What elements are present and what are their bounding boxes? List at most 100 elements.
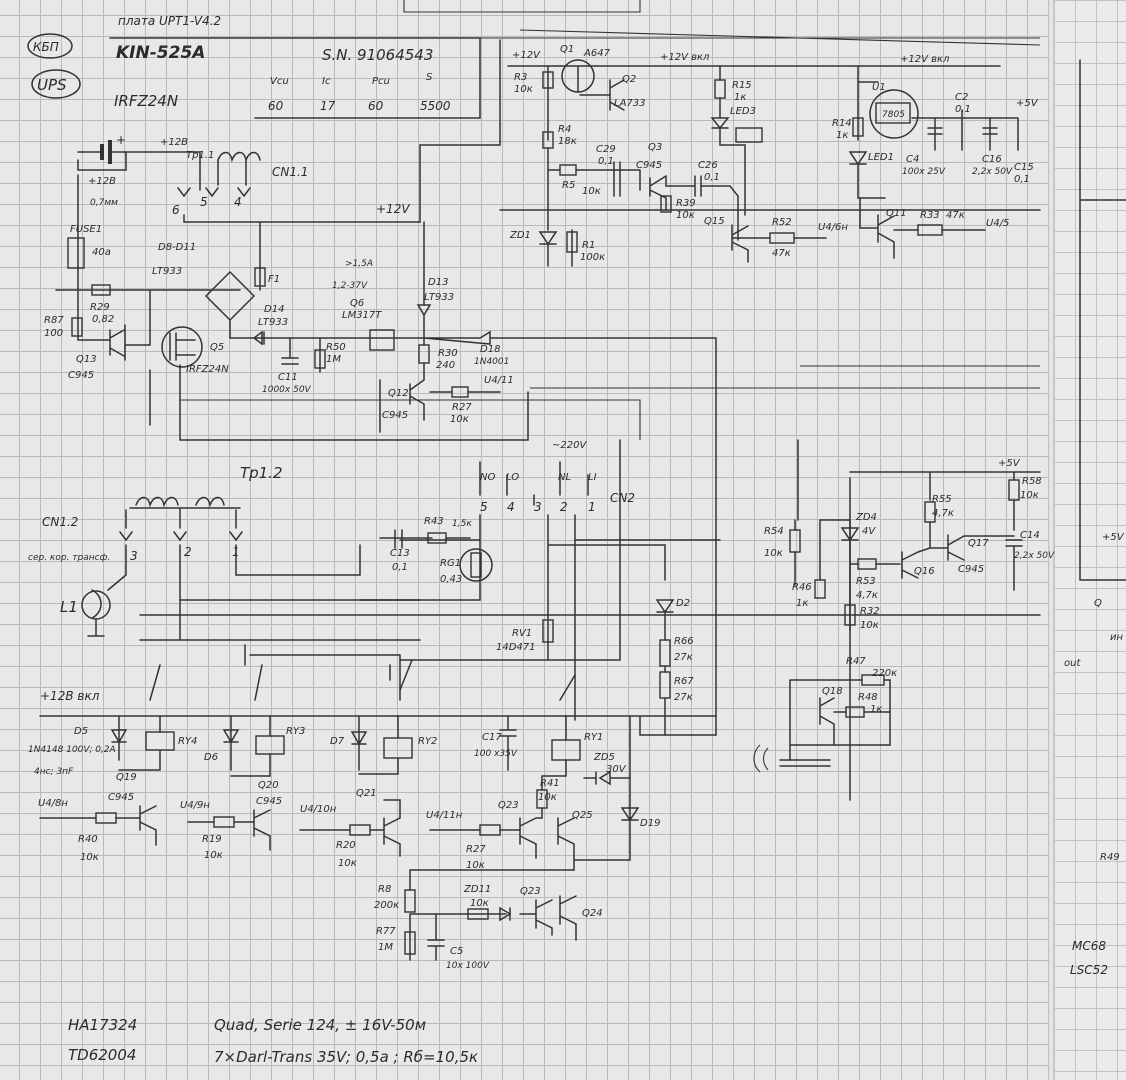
r67-value: 27к (674, 692, 693, 703)
edge-frame (1079, 59, 1126, 581)
rg1-value: 0,43 (440, 574, 462, 585)
mosfet-type: IRFZ24N (114, 92, 178, 110)
c16-value: 2,2х 50V (972, 167, 1013, 177)
q15-label: Q15 (704, 216, 725, 227)
q13-symbol (109, 329, 125, 357)
tr12-winding (135, 496, 225, 508)
u4-9-label: U4/9н (180, 800, 210, 811)
ry3-label: RY3 (286, 726, 305, 737)
ic2-name: TD62004 (68, 1046, 136, 1064)
cn2-branch (359, 514, 721, 721)
q17-label: Q17 (968, 538, 989, 549)
ry4-label: RY4 (178, 736, 197, 747)
c11-value: 1000х 50V (262, 385, 312, 395)
r55-value: 4,7к (932, 508, 954, 519)
battery-plate-a (100, 144, 104, 160)
edge-out: out (1064, 658, 1081, 669)
lo-label: LO (506, 472, 519, 483)
q5-label: Q5 (210, 342, 224, 353)
c26-label: C26 (698, 160, 718, 171)
bus12v-label: +12V (376, 202, 410, 216)
next-page-content: +5V Q ин out R49 MC68 LSC52 (1064, 59, 1126, 977)
d18-label: D18 (480, 344, 500, 355)
r27-top-label: R27 (452, 402, 472, 413)
zd5-symbol (541, 715, 631, 791)
d6-label: D6 (204, 752, 218, 763)
q1-bus (507, 65, 851, 141)
model-name: KIN-525A (116, 43, 205, 63)
bridge-rectifier (204, 270, 256, 322)
cn11-label: CN1.1 (272, 165, 308, 179)
r4-label: R4 (558, 124, 571, 135)
ic2-description: 7×Darl-Trans 35V; 0,5а ; Rб=10,5к (214, 1048, 478, 1066)
r8-label: R8 (378, 884, 391, 895)
u4-8-label: U4/8н (38, 798, 68, 809)
r53-body (857, 558, 877, 570)
cn12-label: CN1.2 (42, 515, 78, 529)
r66-body (659, 639, 671, 667)
q23-label: Q23 (498, 800, 519, 811)
r50-label: R50 (326, 342, 346, 353)
zd4-value: 4V (862, 526, 876, 537)
zd4-label: ZD4 (855, 512, 877, 523)
r27-value: 10к (466, 860, 485, 871)
q6-label: Q6 (350, 298, 364, 309)
q23b-q24-symbols (519, 895, 577, 941)
c14-value: 2,2х 50V (1014, 551, 1055, 561)
li-label: LI (588, 472, 597, 483)
q11-label: Q11 (886, 208, 907, 219)
q13-type: C945 (68, 370, 94, 381)
r77-c5-wire (409, 913, 445, 961)
cn2-pin2: 2 (560, 500, 568, 514)
zd11-value: 10к (470, 898, 489, 909)
bus12v-wire (419, 39, 501, 223)
c15-label: C15 (1014, 162, 1034, 173)
r40-label: R40 (78, 834, 98, 845)
extra-wires (180, 365, 1040, 440)
plus5v-label: +5V (1016, 98, 1039, 109)
right-bottom-bus (779, 439, 891, 767)
c2-value: 0,1 (955, 104, 971, 115)
edge-in: ин (1110, 632, 1123, 643)
u1-regulator (875, 102, 911, 124)
r33-value: 47к (946, 210, 965, 221)
edge-lsc: LSC52 (1070, 963, 1108, 977)
f1-label: F1 (268, 274, 280, 285)
kbp-tag-oval (27, 33, 73, 59)
r54-body (789, 529, 801, 553)
battery-plus-sign: + (116, 133, 126, 147)
r19-label: R19 (202, 834, 222, 845)
edge-plus5v: +5V (1102, 532, 1125, 543)
r5-value: 10к (582, 186, 601, 197)
rg1-body (470, 552, 482, 578)
d18-wire (423, 330, 717, 736)
led3-box (735, 127, 763, 143)
r52-label: R52 (772, 217, 792, 228)
param-vcu-value: 60 (268, 99, 284, 113)
r8-value: 200к (374, 900, 399, 911)
notebook-fold (1048, 0, 1054, 1080)
r39-body (660, 195, 672, 213)
edge-q: Q (1094, 598, 1102, 609)
param-s-header: S (426, 72, 433, 83)
ac220-label: ~220V (552, 440, 587, 451)
r46-value: 1к (796, 598, 808, 609)
plus12v-on2: +12V вкл (900, 54, 950, 65)
battery-plate-b (108, 140, 112, 164)
r20-body (349, 824, 371, 836)
ry2-label: RY2 (418, 736, 437, 747)
rv1-label: RV1 (512, 628, 532, 639)
ups-tag-oval (31, 69, 81, 99)
battery-wire (77, 151, 127, 171)
q19-label: Q19 (116, 772, 137, 783)
ups-tag: UPS (37, 76, 67, 94)
d14-type: LT933 (258, 317, 288, 328)
r27-label: R27 (466, 844, 486, 855)
r15-body (714, 79, 726, 99)
r48-label: R48 (858, 692, 878, 703)
q25-label: Q25 (572, 810, 593, 821)
r54-wire (794, 519, 851, 801)
r1-body (566, 231, 578, 253)
pin6-label: 6 (172, 203, 180, 217)
